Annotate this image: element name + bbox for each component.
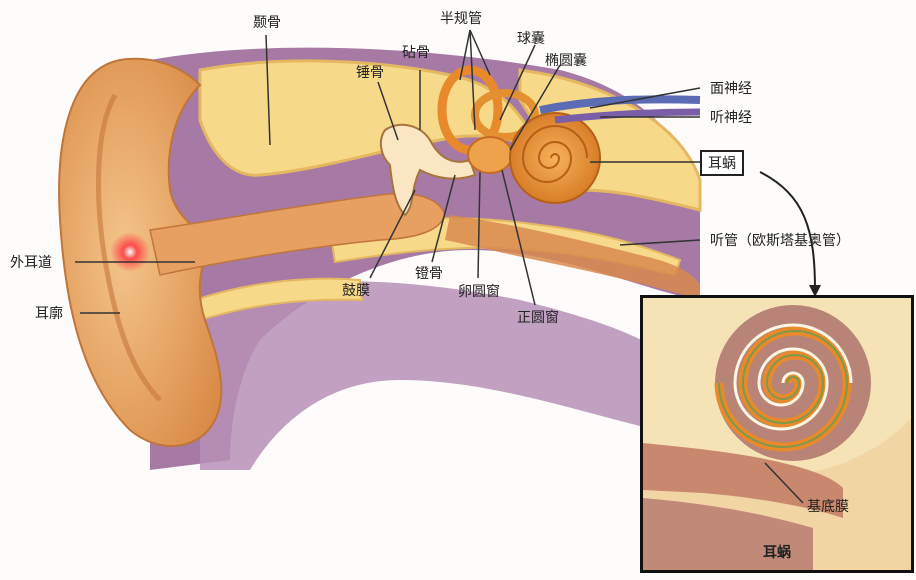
inset-title: 耳蜗 [763, 545, 791, 561]
highlight-dot [110, 232, 150, 272]
label-pinna: 耳廓 [35, 306, 63, 322]
label-eardrum: 鼓膜 [342, 283, 370, 299]
inset-arrowhead [809, 285, 821, 297]
inset-spiral-inner [718, 330, 849, 448]
bone-lower-band-2 [193, 277, 364, 322]
cochlea-inset: 基底膜 耳蜗 [640, 295, 914, 573]
label-malleus: 锤骨 [356, 65, 384, 81]
inset-spiral-edge [733, 323, 853, 431]
cochlea-inset-illustration [643, 298, 911, 570]
vestibule [467, 136, 513, 174]
label-saccule: 球囊 [517, 31, 545, 47]
label-basilar-membrane: 基底膜 [807, 499, 849, 515]
label-external-canal: 外耳道 [10, 255, 52, 271]
label-incus: 砧骨 [402, 45, 430, 61]
pinna-inner-fold [95, 93, 162, 402]
label-semicircular-canals: 半规管 [440, 11, 482, 27]
label-auditory-nerve: 听神经 [710, 110, 752, 126]
inset-arrow [759, 171, 816, 291]
label-stapes: 镫骨 [415, 266, 443, 282]
label-facial-nerve: 面神经 [710, 81, 752, 97]
inset-leader [764, 462, 804, 504]
inset-tube-lower [643, 498, 813, 570]
label-cochlea-box: 耳蜗 [700, 150, 744, 176]
label-oval-window: 卵圆窗 [458, 284, 500, 300]
eustachian-tube-shape [445, 215, 700, 300]
facial-nerve [539, 95, 701, 114]
label-utricle: 椭圆囊 [545, 53, 587, 69]
leader-lines [75, 29, 701, 314]
auditory-nerve [554, 108, 701, 124]
label-eustachian-tube: 听管（欧斯塔基奥管） [710, 233, 850, 249]
ossicles [379, 123, 477, 217]
purple-tissue-lower [200, 281, 700, 470]
inset-tube [643, 443, 843, 518]
cochlea-spiral [521, 125, 588, 183]
label-round-window: 正圆窗 [517, 310, 559, 326]
label-temporal-bone: 颞骨 [253, 15, 281, 31]
